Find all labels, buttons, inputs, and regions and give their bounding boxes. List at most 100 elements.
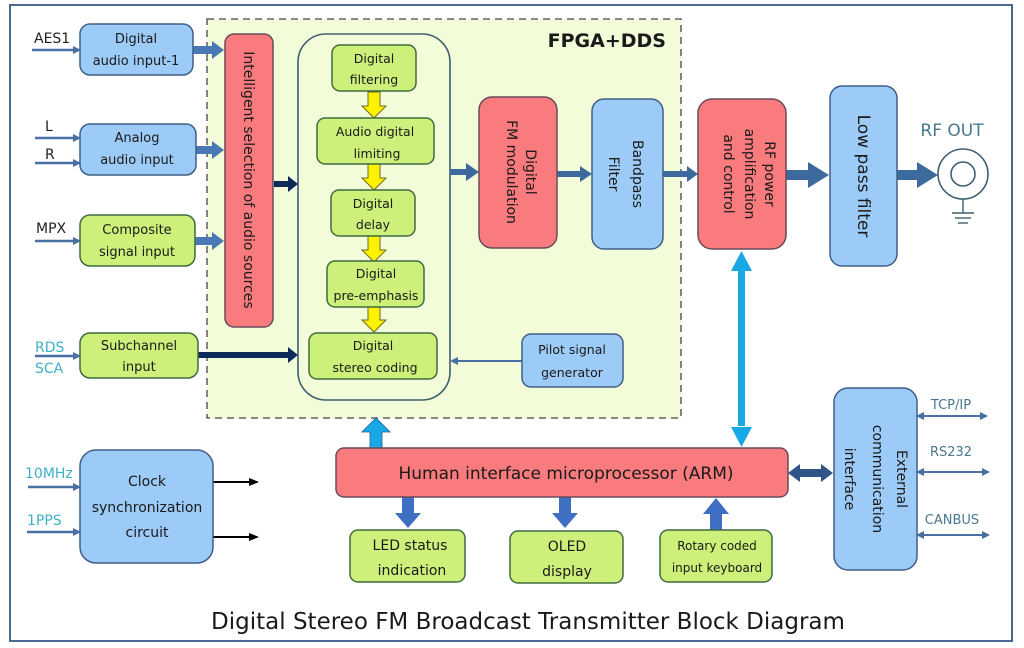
digital-pre-emphasis-block: Digital pre-emphasis bbox=[326, 260, 425, 308]
composite-input-to-selection-arrow bbox=[195, 232, 224, 250]
svg-text:delay: delay bbox=[356, 217, 391, 232]
fm-to-bandpass-arrow bbox=[557, 166, 592, 182]
pilot-signal-generator-line2: generator bbox=[541, 365, 604, 380]
svg-text:signal input: signal input bbox=[99, 245, 175, 260]
svg-text:Digital: Digital bbox=[354, 51, 395, 66]
led-status-line2: indication bbox=[378, 563, 447, 579]
digital-fm-modulation-line2: FM modulation bbox=[503, 120, 519, 224]
digital-pre-emphasis-line2: pre-emphasis bbox=[334, 288, 419, 303]
svg-text:audio input-1: audio input-1 bbox=[93, 54, 180, 69]
external-comm-line1: External bbox=[893, 450, 909, 508]
intelligent-selection-label: Intelligent selection of audio sources bbox=[240, 51, 256, 308]
digital-stereo-coding-line2: stereo coding bbox=[332, 360, 417, 375]
input-label-rds: RDS bbox=[35, 340, 65, 356]
rf-arm-link-arrow bbox=[731, 251, 752, 447]
analog-input-to-selection-arrow bbox=[196, 141, 224, 159]
pilot-signal-generator-line1: Pilot signal bbox=[538, 342, 606, 357]
input-label-10mhz: 10MHz bbox=[25, 466, 73, 482]
svg-text:Digital: Digital bbox=[353, 196, 394, 211]
limit-to-delay-arrow bbox=[360, 163, 388, 191]
clock-sync-line2: synchronization bbox=[92, 500, 203, 516]
svg-text:Rotary coded: Rotary coded bbox=[677, 539, 757, 553]
rf-out-inner-ring-icon bbox=[950, 161, 976, 187]
external-comm-line3: interface bbox=[841, 448, 857, 510]
lpf-to-rfout-arrow bbox=[897, 162, 938, 188]
diagram-title: Digital Stereo FM Broadcast Transmitter … bbox=[211, 609, 845, 635]
low-pass-filter-block: Low pass filter bbox=[829, 85, 898, 267]
oled-display-block: OLED display bbox=[509, 530, 624, 584]
svg-text:input keyboard: input keyboard bbox=[672, 561, 762, 575]
svg-text:OLED: OLED bbox=[548, 539, 586, 555]
digital-fm-modulation-block: Digital FM modulation bbox=[478, 96, 558, 249]
subchannel-input-line1: Subchannel bbox=[101, 339, 177, 354]
analog-audio-input-block: Analog audio input bbox=[79, 123, 197, 176]
output-label-rs232: RS232 bbox=[930, 445, 972, 460]
digital-fm-modulation-line1: Digital bbox=[522, 149, 538, 194]
rf-to-lpf-arrow bbox=[786, 162, 829, 188]
digital-delay-block: Digital delay bbox=[330, 189, 416, 237]
svg-text:input: input bbox=[122, 360, 155, 375]
digital-stereo-coding-block: Digital stereo coding bbox=[308, 332, 438, 380]
digital-delay-line2: delay bbox=[356, 217, 391, 232]
pilot-signal-generator-block: Pilot signal generator bbox=[521, 333, 624, 388]
bandpass-filter-line2: Filter bbox=[605, 157, 621, 192]
svg-text:limiting: limiting bbox=[354, 146, 401, 161]
external-comm-block: External communication interface bbox=[833, 387, 918, 571]
svg-text:filtering: filtering bbox=[350, 72, 398, 87]
rf-out-connector: RF OUT bbox=[920, 121, 989, 224]
audio-digital-limiting-line2: limiting bbox=[354, 146, 401, 161]
digital-pre-emphasis-line1: Digital bbox=[356, 266, 397, 281]
svg-text:display: display bbox=[542, 564, 592, 580]
composite-signal-input-block: Composite signal input bbox=[79, 214, 196, 267]
input-label-mpx: MPX bbox=[36, 221, 67, 237]
arm-to-fpga-arrow bbox=[361, 417, 391, 449]
svg-text:indication: indication bbox=[378, 563, 447, 579]
svg-text:LED status: LED status bbox=[373, 538, 448, 554]
filter-to-limit-arrow bbox=[360, 91, 388, 119]
svg-text:Digital: Digital bbox=[115, 32, 157, 47]
processing-chain-container bbox=[297, 33, 451, 401]
bandpass-filter-line1: Bandpass bbox=[629, 140, 645, 208]
svg-text:Composite: Composite bbox=[102, 223, 171, 238]
connectors bbox=[27, 41, 990, 541]
arm-comm-link-arrow bbox=[788, 464, 833, 482]
rotary-keyboard-block: Rotary coded input keyboard bbox=[659, 529, 773, 583]
digital-delay-line1: Digital bbox=[353, 196, 394, 211]
preemphasis-to-stereo-arrow bbox=[360, 305, 388, 333]
rf-out-label: RF OUT bbox=[920, 121, 984, 141]
digital-audio-input-block: Digital audio input-1 bbox=[79, 23, 194, 76]
svg-text:generator: generator bbox=[541, 365, 604, 380]
intelligent-selection-block: Intelligent selection of audio sources bbox=[224, 33, 274, 328]
svg-text:synchronization: synchronization bbox=[92, 500, 203, 516]
rf-power-amplification-block: RF power amplification and control bbox=[697, 98, 787, 250]
rotary-keyboard-line2: input keyboard bbox=[672, 561, 762, 575]
subchannel-input-line2: input bbox=[122, 360, 155, 375]
delay-to-preemphasis-arrow bbox=[360, 235, 388, 263]
digital-filtering-block: Digital filtering bbox=[331, 44, 417, 92]
svg-text:Digital: Digital bbox=[356, 266, 397, 281]
clock-sync-line1: Clock bbox=[128, 474, 167, 490]
svg-text:Clock: Clock bbox=[128, 474, 167, 490]
led-status-block: LED status indication bbox=[349, 529, 466, 583]
arm-microprocessor-block: Human interface microprocessor (ARM) bbox=[335, 447, 789, 498]
oled-display-line2: display bbox=[542, 564, 592, 580]
svg-text:Subchannel: Subchannel bbox=[101, 339, 177, 354]
bandpass-to-rf-arrow bbox=[663, 166, 698, 182]
rf-power-line3: and control bbox=[720, 134, 736, 213]
input-label-sca: SCA bbox=[35, 361, 64, 377]
composite-signal-input-line1: Composite bbox=[102, 223, 171, 238]
audio-digital-limiting-block: Audio digital limiting bbox=[316, 117, 435, 165]
digital-audio-input-line1: Digital bbox=[115, 32, 157, 47]
svg-text:Audio digital: Audio digital bbox=[336, 124, 414, 139]
digital-stereo-coding-line1: Digital bbox=[353, 338, 394, 353]
svg-text:circuit: circuit bbox=[126, 525, 169, 541]
rf-out-outer-ring-icon bbox=[937, 148, 989, 200]
output-label-tcpip: TCP/IP bbox=[930, 398, 971, 413]
svg-text:pre-emphasis: pre-emphasis bbox=[334, 288, 419, 303]
selection-to-chain-arrow bbox=[274, 176, 298, 192]
keyboard-to-arm-arrow bbox=[703, 498, 729, 530]
input-label-1pps: 1PPS bbox=[27, 513, 62, 529]
led-status-line1: LED status bbox=[373, 538, 448, 554]
input-label-aes1: AES1 bbox=[34, 31, 70, 47]
